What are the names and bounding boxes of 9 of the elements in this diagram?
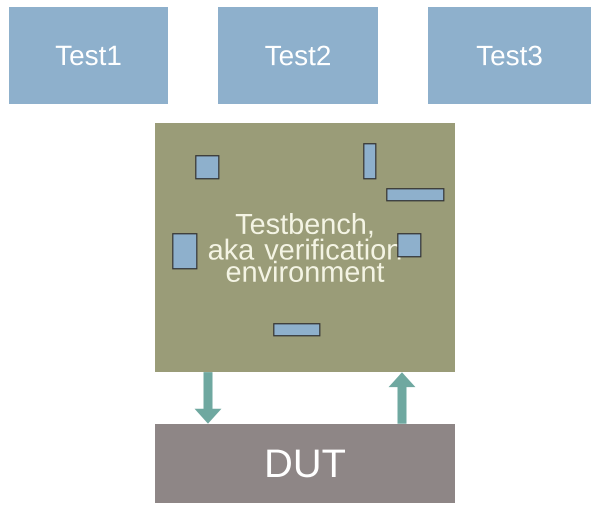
dut-box: DUT — [155, 424, 455, 503]
component-block — [273, 323, 320, 336]
test-box: Test1 — [9, 7, 168, 104]
component-block — [195, 155, 220, 180]
test-box: Test2 — [218, 7, 378, 104]
component-block — [363, 143, 376, 180]
component-block — [386, 188, 444, 202]
test-box: Test3 — [428, 7, 591, 104]
component-block — [172, 233, 198, 270]
